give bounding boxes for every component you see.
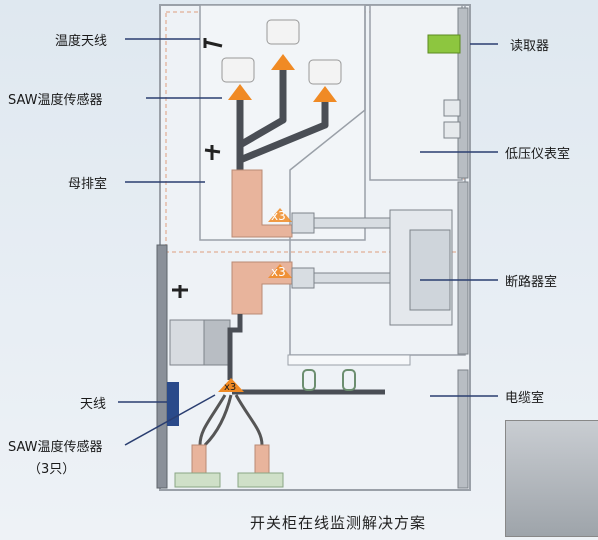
busbar-lines: [236, 66, 329, 174]
lv-small-box-1: [443, 99, 461, 117]
x3-top-bg: [268, 208, 292, 222]
termination-right: [254, 444, 270, 474]
base-left: [174, 472, 221, 488]
sensor-bottom: [218, 378, 244, 392]
cable-bundle: [198, 394, 264, 447]
label-saw-sensor-count: （3只）: [28, 462, 76, 477]
antenna-mid: [204, 145, 221, 160]
antenna-top: [203, 38, 223, 48]
label-busbar-room: 母排室: [68, 177, 108, 192]
left-rail: [156, 244, 168, 489]
right-rail-1: [457, 7, 469, 179]
antenna-low: [172, 285, 188, 298]
x3-mid-marker: x3: [271, 265, 286, 279]
breaker-panel: [409, 229, 451, 311]
reader-device: [427, 34, 461, 54]
sensor-top-1: [221, 57, 255, 100]
diagram-caption: 开关柜在线监测解决方案: [250, 514, 427, 532]
switchgear-photo: [505, 420, 598, 537]
label-breaker-room: 断路器室: [505, 275, 558, 290]
x3-bottom-marker: x3: [224, 382, 237, 393]
label-reader: 读取器: [510, 39, 550, 54]
lv-room-box: [369, 4, 463, 181]
label-saw-sensor-top: SAW温度传感器: [8, 93, 103, 108]
termination-left: [191, 444, 207, 474]
breaker-contacts: [291, 212, 395, 289]
cable-coils: [302, 369, 356, 391]
sensor-top-2: [266, 19, 300, 70]
left-box-2: [203, 319, 231, 366]
right-rail-2: [457, 181, 469, 355]
base-right: [237, 472, 284, 488]
lower-cable: [227, 314, 385, 395]
callout-lines: [118, 38, 498, 446]
lv-small-box-2: [443, 121, 461, 139]
label-antenna: 天线: [80, 397, 107, 412]
label-temp-antenna: 温度天线: [55, 34, 108, 49]
left-box-1: [169, 319, 206, 366]
x3-top-marker: x3: [271, 209, 286, 223]
label-lv-instrument-room: 低压仪表室: [505, 147, 571, 162]
right-rail-3: [457, 369, 469, 489]
breaker-shelf: [287, 354, 411, 366]
antenna-blue-block: [167, 382, 179, 426]
label-saw-sensor-bottom: SAW温度传感器: [8, 440, 103, 455]
label-cable-room: 电缆室: [505, 391, 545, 406]
x3-mid-bg: [268, 264, 292, 278]
sensor-top-3: [308, 59, 342, 102]
